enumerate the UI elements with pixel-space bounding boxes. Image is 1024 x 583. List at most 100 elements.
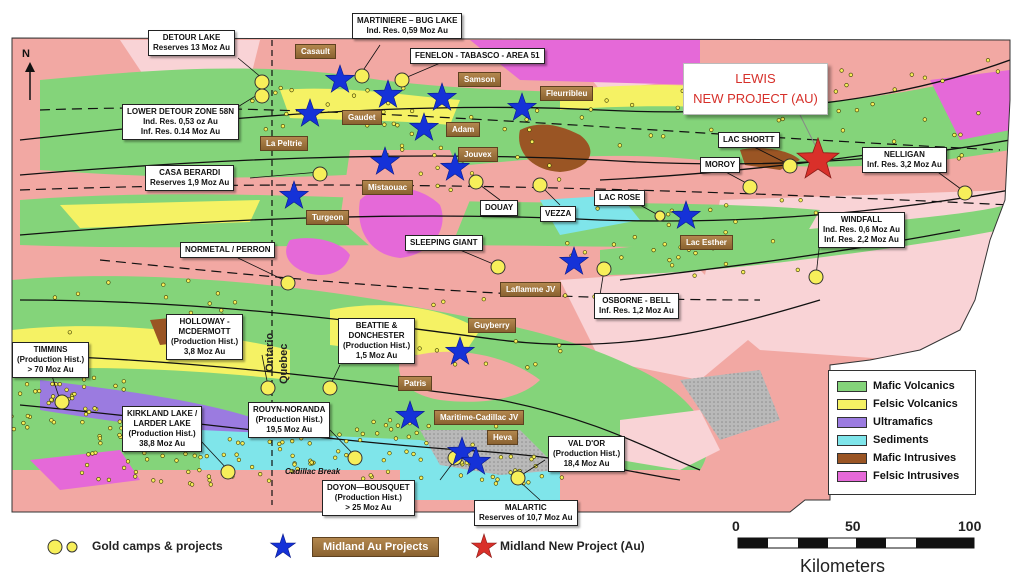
gold-occurrence-dot (83, 412, 89, 417)
callout-fenelon-tabasco: FENELON - TABASCO - AREA 51 (410, 48, 545, 64)
callout-line: Ind. Res. 0,53 oz Au (143, 117, 218, 126)
gold-occurrence-dot (776, 118, 781, 123)
midland-project-star (278, 180, 310, 209)
callout-line: Inf. Res. 0.14 Moz Au (140, 127, 221, 136)
gold-occurrence-dot (527, 127, 532, 132)
gold-occurrence-dot (498, 455, 504, 460)
gold-occurrence-dot (529, 457, 534, 462)
gold-occurrence-dot (400, 147, 405, 152)
midland-project-star (444, 336, 476, 365)
gold-occurrence-dot (198, 455, 203, 460)
gold-occurrence-dot (113, 383, 118, 389)
gold-occurrence-dot (344, 453, 349, 458)
gold-occurrence-dot (232, 300, 238, 305)
gold-occurrence-dot (290, 453, 295, 458)
gold-occurrence-dot (292, 462, 297, 467)
gold-occurrence-dot (952, 132, 957, 138)
gold-occurrence-dot (354, 427, 360, 432)
gold-occurrence-dot (6, 416, 10, 420)
gold-occurrence-dot (183, 451, 188, 457)
gold-occurrence-dot (117, 432, 122, 438)
gold-occurrence-dot (770, 239, 776, 244)
gold-occurrence-dot (240, 441, 245, 446)
midland-project-star (460, 446, 492, 475)
gold-camp-marker (957, 185, 973, 201)
gold-occurrence-dot (50, 394, 56, 399)
gold-occurrence-dot (250, 464, 255, 470)
gold-occurrence-dot (559, 475, 564, 480)
callout-line: BEATTIE & (355, 321, 398, 330)
gold-occurrence-dot (52, 295, 58, 300)
gold-occurrence-dot (692, 273, 697, 278)
callout-normetal-perron: NORMETAL / PERRON (180, 242, 276, 258)
gold-occurrence-dot (723, 230, 728, 235)
north-arrow-icon (25, 62, 35, 72)
gold-occurrence-dot (483, 361, 489, 366)
gold-occurrence-dot (57, 382, 62, 387)
gold-occurrence-dot (418, 171, 423, 176)
callout-line: (Production Hist.) (553, 449, 621, 458)
gold-occurrence-dot (208, 482, 213, 487)
gold-occurrence-dot (661, 134, 666, 139)
gold-occurrence-dot (108, 426, 113, 431)
callout-line: WINDFALL (840, 215, 883, 224)
gold-occurrence-dot (424, 441, 429, 446)
gold-occurrence-dot (50, 381, 55, 387)
callout-nelligan: NELLIGAN Inf. Res. 3,2 Moz Au (862, 147, 947, 173)
gold-occurrence-dot (539, 474, 544, 479)
gold-legend-marker-small (66, 541, 78, 553)
gold-occurrence-dot (145, 457, 150, 462)
project-badge-turgeon: Turgeon (306, 210, 350, 225)
gold-occurrence-dot (724, 203, 729, 208)
callout-line: SLEEPING GIANT (410, 238, 478, 247)
gold-occurrence-dot (441, 299, 446, 304)
gold-occurrence-dot (337, 432, 342, 437)
callout-line: (Production Hist.) (255, 415, 323, 424)
cadillac-break-label: Cadillac Break (285, 467, 341, 476)
gold-occurrence-dot (64, 387, 69, 392)
gold-occurrence-dot (438, 145, 444, 150)
gold-occurrence-dot (629, 102, 635, 108)
gold-occurrence-dot (840, 128, 846, 133)
gold-occurrence-dot (387, 418, 393, 423)
gold-occurrence-dot (336, 449, 341, 454)
gold-occurrence-dot (391, 121, 396, 126)
gold-occurrence-dot (387, 451, 392, 456)
gold-camp-marker (347, 450, 363, 466)
gold-occurrence-dot (651, 248, 656, 253)
gold-occurrence-dot (922, 75, 928, 80)
scale-tick-50: 50 (845, 518, 861, 534)
gold-occurrence-dot (813, 210, 819, 215)
scale-unit: Kilometers (800, 556, 886, 576)
project-badge-mistaouac: Mistaouac (362, 180, 414, 195)
gold-occurrence-dot (106, 280, 111, 285)
gold-occurrence-dot (604, 98, 609, 103)
callout-moroy: MOROY (700, 157, 741, 173)
gold-legend-label: Gold camps & projects (92, 539, 223, 553)
scale-bar (737, 537, 975, 549)
gold-occurrence-dot (277, 441, 282, 447)
gold-camp-marker (782, 158, 798, 174)
gold-occurrence-dot (80, 420, 85, 425)
callout-line: LAC SHORTT (723, 135, 775, 144)
gold-occurrence-dot (277, 447, 283, 452)
midland-project-star (558, 246, 590, 275)
callout-lower-detour: LOWER DETOUR ZONE 58N Ind. Res. 0,53 oz … (122, 104, 239, 140)
gold-camp-marker (280, 275, 296, 291)
midland-project-star (439, 152, 471, 181)
legend-swatch (837, 470, 867, 482)
gold-occurrence-dot (1, 428, 5, 432)
gold-occurrence-dot (79, 470, 85, 475)
gold-occurrence-dot (676, 255, 681, 260)
gold-occurrence-dot (534, 108, 540, 113)
callout-line: > 25 Moz Au (345, 503, 392, 512)
new-project-legend-star (470, 533, 498, 559)
gold-occurrence-dot (490, 474, 495, 480)
lewis-title: LEWIS (735, 71, 776, 86)
callout-line: 19,5 Moz Au (266, 425, 313, 434)
callout-osborne-bell: OSBORNE - BELL Inf. Res. 1,2 Moz Au (594, 293, 679, 319)
gold-occurrence-dot (121, 465, 127, 471)
gold-occurrence-dot (133, 469, 138, 475)
gold-occurrence-dot (121, 379, 126, 384)
gold-occurrence-dot (46, 400, 51, 406)
